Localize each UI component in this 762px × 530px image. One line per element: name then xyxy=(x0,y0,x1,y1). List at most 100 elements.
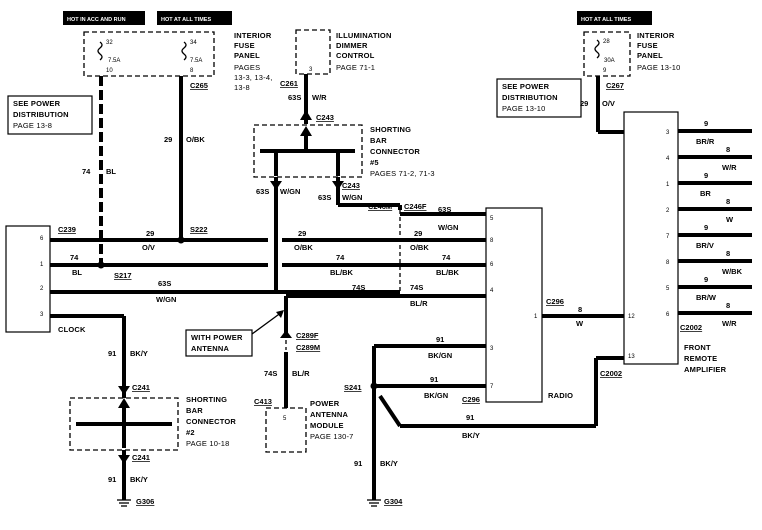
svg-text:74: 74 xyxy=(70,253,79,262)
svg-text:PAGE 13-10: PAGE 13-10 xyxy=(502,104,546,113)
svg-text:7: 7 xyxy=(666,234,670,240)
svg-text:O/BK: O/BK xyxy=(410,243,429,252)
svg-text:3: 3 xyxy=(666,130,670,136)
see-power-distribution-left: SEE POWER DISTRIBUTION PAGE 13-8 xyxy=(7,95,93,135)
svg-text:63S: 63S xyxy=(158,279,171,288)
svg-text:DISTRIBUTION: DISTRIBUTION xyxy=(502,93,558,102)
svg-text:BK/Y: BK/Y xyxy=(130,349,148,358)
power-antenna-module: 5 POWER ANTENNA MODULE PAGE 130-7 xyxy=(265,399,353,453)
svg-text:CONNECTOR: CONNECTOR xyxy=(186,417,236,426)
connector-c296-top: C296 xyxy=(546,297,564,306)
fuse-28-number: 28 xyxy=(603,39,610,45)
svg-text:#2: #2 xyxy=(186,428,195,437)
svg-text:8: 8 xyxy=(726,301,730,310)
antenna-pin-5: 5 xyxy=(283,416,287,422)
dimmer-pin-3: 3 xyxy=(309,67,313,73)
wire-labels: 74 BL 29 O/BK 63S W/R 63S W/GN 63S W/GN … xyxy=(70,93,743,484)
svg-text:7: 7 xyxy=(490,384,494,390)
svg-text:4: 4 xyxy=(490,288,494,294)
clock-label: CLOCK xyxy=(58,325,86,334)
svg-text:BL/BK: BL/BK xyxy=(330,268,353,277)
svg-text:SHORTING: SHORTING xyxy=(370,125,411,134)
connector-c261: C261 xyxy=(280,79,298,88)
fuse-32-pin: 10 xyxy=(106,68,113,74)
svg-text:2: 2 xyxy=(666,208,670,214)
svg-text:BK/Y: BK/Y xyxy=(380,459,398,468)
svg-text:29: 29 xyxy=(298,229,306,238)
svg-text:3: 3 xyxy=(490,346,494,352)
svg-text:BL/BK: BL/BK xyxy=(436,268,459,277)
svg-text:63S: 63S xyxy=(438,205,451,214)
svg-text:9: 9 xyxy=(704,275,708,284)
svg-text:63S: 63S xyxy=(318,193,331,202)
svg-text:O/V: O/V xyxy=(602,99,615,108)
shorting-bar-connector-2: SHORTING BAR CONNECTOR #2 PAGE 10-18 xyxy=(69,395,236,451)
fuse-32-number: 32 xyxy=(106,40,113,46)
svg-text:9: 9 xyxy=(704,171,708,180)
svg-text:91: 91 xyxy=(108,475,116,484)
svg-text:74S: 74S xyxy=(264,369,277,378)
svg-text:BR/W: BR/W xyxy=(696,293,717,302)
fuse-panel-left-label-5: 13-3, 13-4, xyxy=(234,73,272,82)
svg-text:5: 5 xyxy=(666,286,670,292)
header-hot-acc-run: HOT IN ACC AND RUN xyxy=(67,17,126,23)
svg-text:4: 4 xyxy=(666,156,670,162)
svg-text:6: 6 xyxy=(40,236,44,242)
svg-text:63S: 63S xyxy=(256,187,269,196)
svg-text:DISTRIBUTION: DISTRIBUTION xyxy=(13,110,69,119)
svg-text:29: 29 xyxy=(164,135,172,144)
svg-text:74: 74 xyxy=(336,253,345,262)
svg-text:29: 29 xyxy=(146,229,154,238)
svg-text:6: 6 xyxy=(490,262,494,268)
svg-text:SEE POWER: SEE POWER xyxy=(13,99,61,108)
with-power-antenna-note: WITH POWER ANTENNA xyxy=(185,310,284,357)
svg-text:BL/R: BL/R xyxy=(292,369,310,378)
dimmer-label-2: DIMMER xyxy=(336,41,368,50)
front-remote-amplifier: 3 4 1 2 7 8 5 6 12 13 FRONT REMOTE AMPLI… xyxy=(623,111,726,374)
fuse-28-rating: 30A xyxy=(604,58,615,64)
svg-text:PAGE 10-18: PAGE 10-18 xyxy=(186,439,230,448)
svg-text:9: 9 xyxy=(704,119,708,128)
svg-text:W/GN: W/GN xyxy=(438,223,458,232)
svg-text:#5: #5 xyxy=(370,158,379,167)
svg-text:5: 5 xyxy=(490,216,494,222)
fuse-34-pin: 8 xyxy=(190,68,194,74)
svg-text:8: 8 xyxy=(726,145,730,154)
svg-text:BK/Y: BK/Y xyxy=(130,475,148,484)
svg-text:SHORTING: SHORTING xyxy=(186,395,227,404)
connector-labels: C239 C265 C261 C243 C243 C246M C246F S22… xyxy=(58,79,702,506)
connector-c296-bottom: C296 xyxy=(462,395,480,404)
connector-c239: C239 xyxy=(58,225,76,234)
fuse-panel-right-label-1: INTERIOR xyxy=(637,31,675,40)
svg-text:O/BK: O/BK xyxy=(294,243,313,252)
fuse-panel-left-label-2: FUSE xyxy=(234,41,255,50)
svg-text:3: 3 xyxy=(40,312,44,318)
splice-s217: S217 xyxy=(114,271,132,280)
wires xyxy=(50,74,752,500)
connector-c413: C413 xyxy=(254,397,272,406)
connector-c246m: C246M xyxy=(368,202,392,211)
fuse-panel-left-label-4: PAGES xyxy=(234,63,260,72)
svg-text:W/GN: W/GN xyxy=(156,295,176,304)
header-bars: HOT IN ACC AND RUN HOT AT ALL TIMES HOT … xyxy=(63,11,652,25)
svg-text:W/R: W/R xyxy=(722,163,737,172)
svg-text:BAR: BAR xyxy=(370,136,387,145)
svg-text:74: 74 xyxy=(82,167,91,176)
svg-text:8: 8 xyxy=(578,305,582,314)
interior-fuse-panel-right: 28 30A 9 INTERIOR FUSE PANEL PAGE 13-10 xyxy=(583,31,681,77)
dimmer-label-3: CONTROL xyxy=(336,51,375,60)
svg-text:74: 74 xyxy=(442,253,451,262)
header-hot-all-times-1: HOT AT ALL TIMES xyxy=(161,17,211,23)
svg-text:PAGES 71-2, 71-3: PAGES 71-2, 71-3 xyxy=(370,169,435,178)
svg-text:1: 1 xyxy=(40,262,44,268)
svg-text:O/BK: O/BK xyxy=(186,135,205,144)
connector-c2002-bottom: C2002 xyxy=(600,369,622,378)
svg-text:BR/V: BR/V xyxy=(696,241,714,250)
svg-text:FRONT: FRONT xyxy=(684,343,711,352)
illumination-dimmer-control: 3 ILLUMINATION DIMMER CONTROL PAGE 71-1 xyxy=(295,29,391,75)
svg-text:BK/GN: BK/GN xyxy=(424,391,448,400)
fuse-panel-left-label-3: PANEL xyxy=(234,51,260,60)
svg-text:BK/GN: BK/GN xyxy=(428,351,452,360)
fuse-panel-right-label-4: PAGE 13-10 xyxy=(637,63,681,72)
header-hot-all-times-2: HOT AT ALL TIMES xyxy=(581,17,631,23)
